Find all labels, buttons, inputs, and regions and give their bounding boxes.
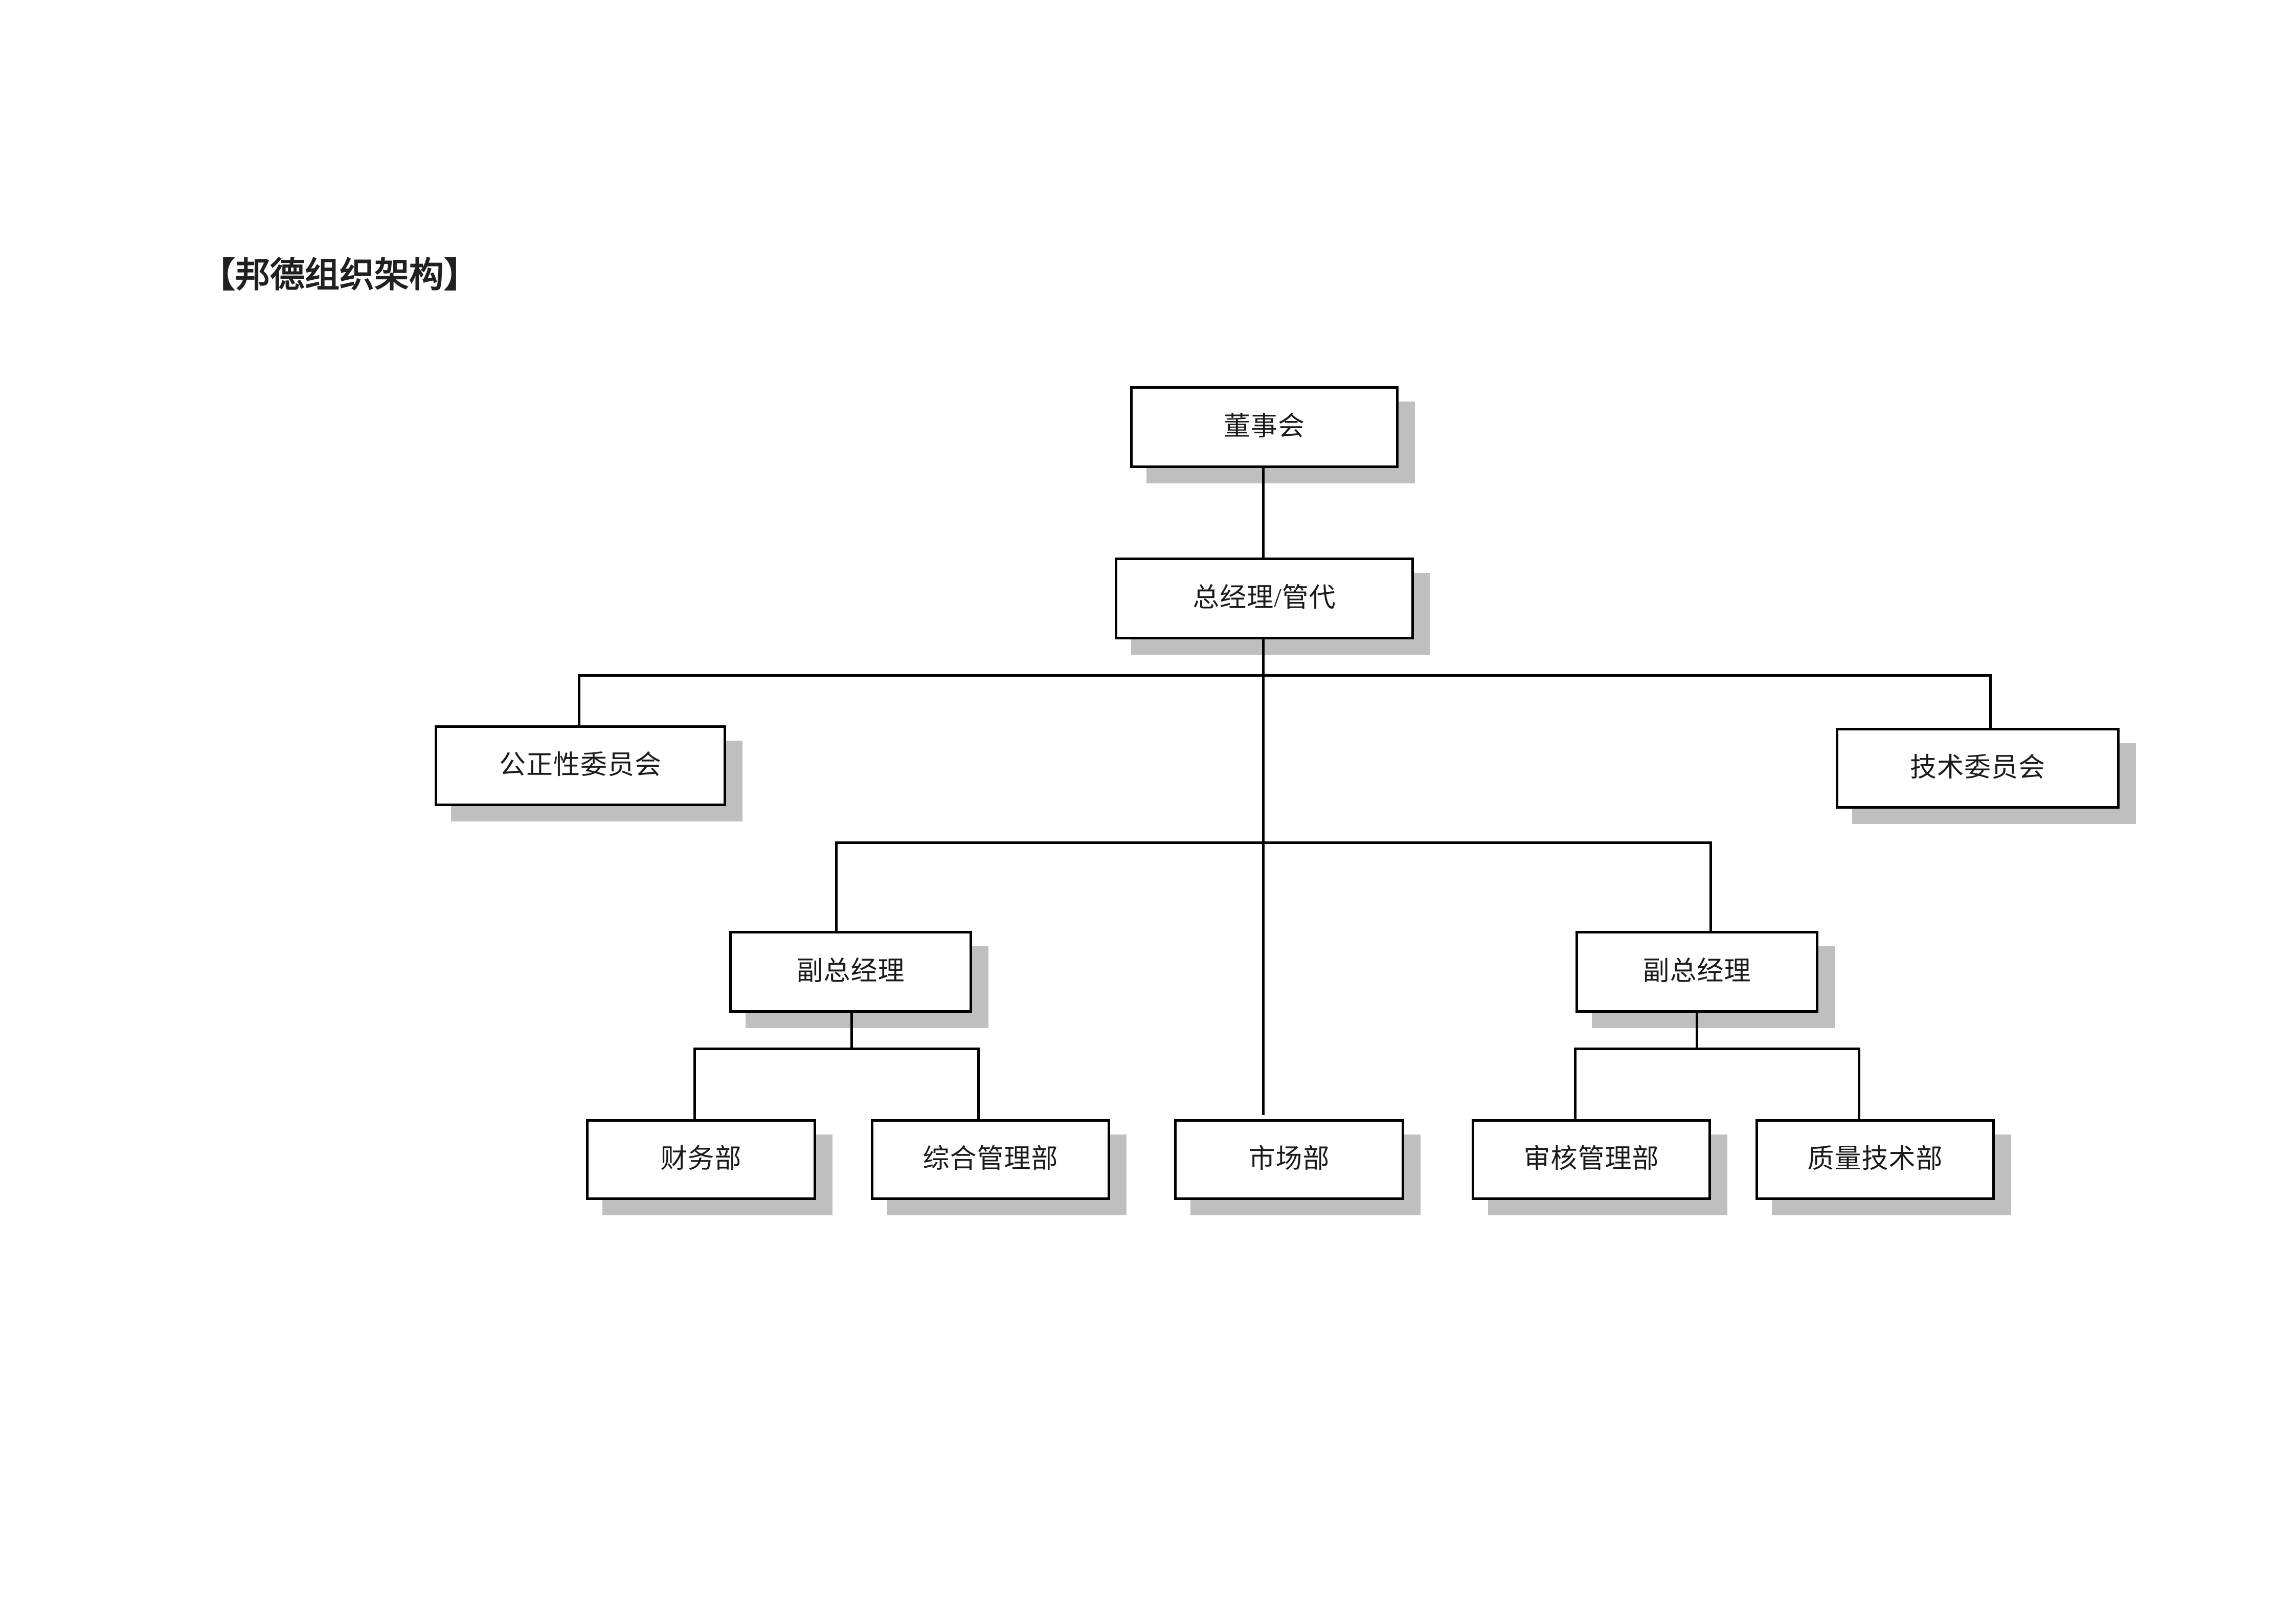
connector-gm-trunk: [1262, 639, 1265, 1115]
connector-dgm-right-child-bus: [1574, 1048, 1860, 1050]
node-quality-technology-department-label: 质量技术部: [1807, 1145, 1943, 1174]
node-deputy-general-manager-right-label: 副总经理: [1642, 957, 1751, 986]
connector-committee-bus: [578, 674, 1992, 677]
connector-bus-to-general-mgmt: [977, 1048, 980, 1119]
connector-bus-to-technical: [1989, 674, 1992, 728]
connector-board-to-gm: [1262, 468, 1265, 558]
node-marketing-department[interactable]: 市场部: [1174, 1119, 1404, 1200]
node-general-manager[interactable]: 总经理/管代: [1115, 558, 1414, 639]
node-deputy-general-manager-left-label: 副总经理: [796, 957, 905, 986]
connector-bus-to-dgm-left: [835, 841, 838, 931]
connector-bus-to-impartiality: [578, 674, 580, 725]
node-board-label: 董事会: [1223, 412, 1305, 441]
node-deputy-general-manager-left[interactable]: 副总经理: [729, 931, 972, 1013]
node-general-manager-label: 总经理/管代: [1192, 584, 1336, 613]
connector-bus-to-audit-mgmt: [1574, 1048, 1577, 1119]
node-general-management-department-label: 综合管理部: [922, 1145, 1059, 1174]
node-marketing-department-label: 市场部: [1248, 1145, 1330, 1174]
node-technical-committee-label: 技术委员会: [1909, 753, 2045, 783]
page-title: 【邦德组织架构】: [200, 255, 479, 296]
node-impartiality-committee[interactable]: 公正性委员会: [435, 725, 726, 806]
node-finance-department[interactable]: 财务部: [586, 1119, 816, 1200]
node-audit-management-department-label: 审核管理部: [1523, 1145, 1659, 1174]
connector-bus-to-dgm-right: [1709, 841, 1712, 931]
node-impartiality-committee-label: 公正性委员会: [499, 751, 662, 780]
connector-dgm-left-child-bus: [693, 1048, 980, 1050]
node-board[interactable]: 董事会: [1130, 386, 1399, 468]
connector-dgm-right-stem: [1696, 1000, 1698, 1049]
connector-dgm-left-stem: [850, 1000, 853, 1049]
node-general-management-department[interactable]: 综合管理部: [871, 1119, 1110, 1200]
node-finance-department-label: 财务部: [660, 1145, 742, 1174]
node-deputy-general-manager-right[interactable]: 副总经理: [1575, 931, 1818, 1013]
node-quality-technology-department[interactable]: 质量技术部: [1755, 1119, 1995, 1200]
node-technical-committee[interactable]: 技术委员会: [1836, 728, 2120, 809]
connector-bus-to-quality-tech: [1858, 1048, 1860, 1119]
connector-deputy-bus: [835, 841, 1712, 844]
connector-bus-to-finance: [693, 1048, 696, 1119]
node-audit-management-department[interactable]: 审核管理部: [1472, 1119, 1711, 1200]
